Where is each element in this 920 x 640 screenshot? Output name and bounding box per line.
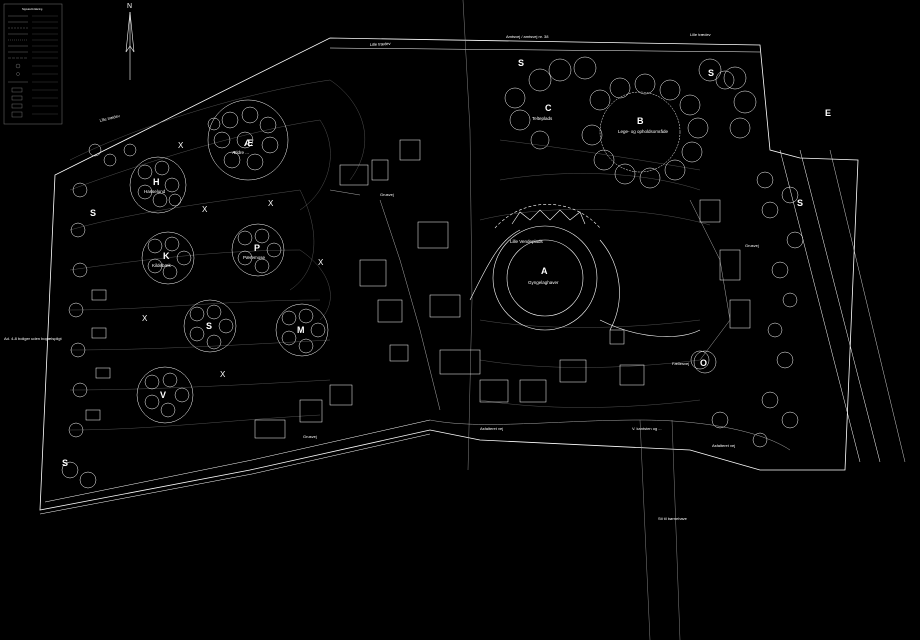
zone-v-letter: V <box>160 390 166 400</box>
zone-h: H Hasselund <box>144 177 166 194</box>
x-marker: X <box>178 141 184 150</box>
asfalteret-vej-label: Asfalteret vej <box>712 443 735 448</box>
s-marker: S <box>62 458 68 468</box>
tree-cluster-k <box>141 231 195 285</box>
zone-o: O <box>693 350 717 374</box>
north-label: N <box>127 3 132 10</box>
zone-ae: Æ Ældre ... <box>232 138 253 155</box>
paths <box>329 189 791 451</box>
zone-k: K Kildebæk <box>152 251 172 268</box>
zone-k-caption: Kildebæk <box>152 263 172 268</box>
zone-c-caption: Telteplads <box>532 116 553 121</box>
zone-ae-caption: Ældre ... <box>232 150 249 155</box>
zone-m-letter: M <box>297 325 305 335</box>
tree-cluster-p <box>231 223 285 277</box>
tree-cluster-s <box>183 299 237 353</box>
x-marker: X <box>268 199 274 208</box>
gruvej-label: Grusvej <box>380 192 394 197</box>
s-markers: S S S S S <box>62 58 803 468</box>
s-marker: S <box>708 68 714 78</box>
sti-til-barnehave-label: Sti til børnehave <box>658 516 688 521</box>
road-labels: Lille Vendeplads Lille trædev Lille træd… <box>4 32 759 521</box>
zone-s: S <box>206 321 212 331</box>
gruvej-label: Grusvej <box>303 434 317 439</box>
zone-m: M <box>297 325 305 335</box>
zone-p-letter: P <box>254 243 260 253</box>
x-markers: X X X X X X <box>142 141 324 379</box>
amtsvej-label: Amtsvej / amtsvej nr. 38 <box>506 34 549 39</box>
gruvej-label: Grusvej <box>745 243 759 248</box>
north-arrow: N <box>125 3 135 80</box>
central-plaza <box>469 204 701 337</box>
lille-vendeplads-label: Lille Vendeplads <box>510 239 544 244</box>
tree-row-west <box>61 143 137 489</box>
legend: Signaturforklaring <box>3 3 63 125</box>
kantsten-label: V. kantsten og ... <box>632 426 662 431</box>
zone-e: E <box>825 108 831 118</box>
zone-s-letter: S <box>206 321 212 331</box>
s-marker: S <box>518 58 524 68</box>
tree-ring-b <box>504 56 757 189</box>
zone-c: C Telteplads <box>532 103 553 121</box>
s-marker: S <box>90 208 96 218</box>
zone-a-letter: A <box>541 266 548 276</box>
zone-ae-letter: Æ <box>244 138 253 148</box>
faellesvej-label: Fællesvej <box>672 361 689 366</box>
lille-tradevej-label: Lille trædev <box>370 41 391 47</box>
zone-c-letter: C <box>545 103 552 113</box>
tree-cluster-ae <box>207 99 289 181</box>
zone-b-letter: B <box>637 116 644 126</box>
tree-cluster-v <box>136 366 194 424</box>
zone-k-letter: K <box>163 251 170 261</box>
zone-p: P Pæremose <box>243 243 266 260</box>
boliger-note-label: Ad. 4-8 boliger uden bopælspligt <box>4 336 62 341</box>
legend-title: Signaturforklaring <box>22 7 43 11</box>
lille-tradevej-label: Lille trædev <box>690 32 711 37</box>
x-marker: X <box>202 205 208 214</box>
zone-a: A Gyngelaghaver <box>528 266 559 285</box>
zone-e-letter: E <box>825 108 831 118</box>
zone-b: B Lege- og opholdsområde <box>618 116 669 134</box>
x-marker: X <box>142 314 148 323</box>
tree-cluster-m <box>275 303 329 357</box>
zone-o-letter: O <box>700 358 707 368</box>
buildings <box>85 139 751 439</box>
zone-a-caption: Gyngelaghaver <box>528 280 559 285</box>
asfalteret-vej-label: Asfalteret vej <box>480 426 503 431</box>
tree-cluster-h <box>129 156 187 214</box>
zone-labels: A Gyngelaghaver B Lege- og opholdsområde… <box>144 103 831 400</box>
tree-row-east <box>690 171 804 448</box>
zone-v: V <box>160 390 166 400</box>
s-marker: S <box>797 198 803 208</box>
x-marker: X <box>318 258 324 267</box>
zone-b-caption: Lege- og opholdsområde <box>618 128 669 134</box>
zone-h-letter: H <box>153 177 160 187</box>
site-boundary <box>39 0 906 640</box>
zone-p-caption: Pæremose <box>243 255 266 260</box>
lille-tradevej-label: Lille trædev <box>99 113 120 123</box>
zone-h-caption: Hasselund <box>144 189 166 194</box>
x-marker: X <box>220 370 226 379</box>
